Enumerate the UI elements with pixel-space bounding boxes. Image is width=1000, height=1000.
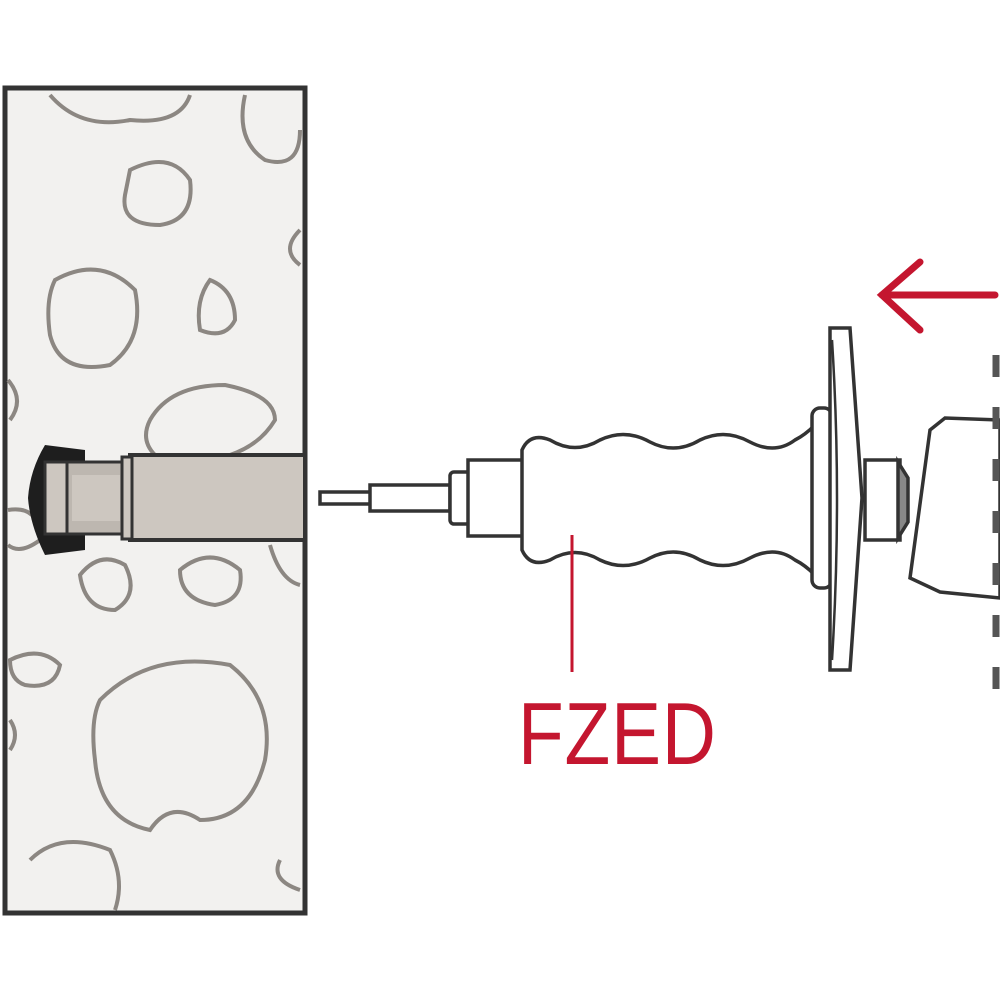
insertion-direction-arrow-icon [876,258,999,334]
installed-anchor-sleeve [28,445,307,555]
fzed-anchor [318,326,1000,672]
anchor-label: FZED [518,684,717,783]
